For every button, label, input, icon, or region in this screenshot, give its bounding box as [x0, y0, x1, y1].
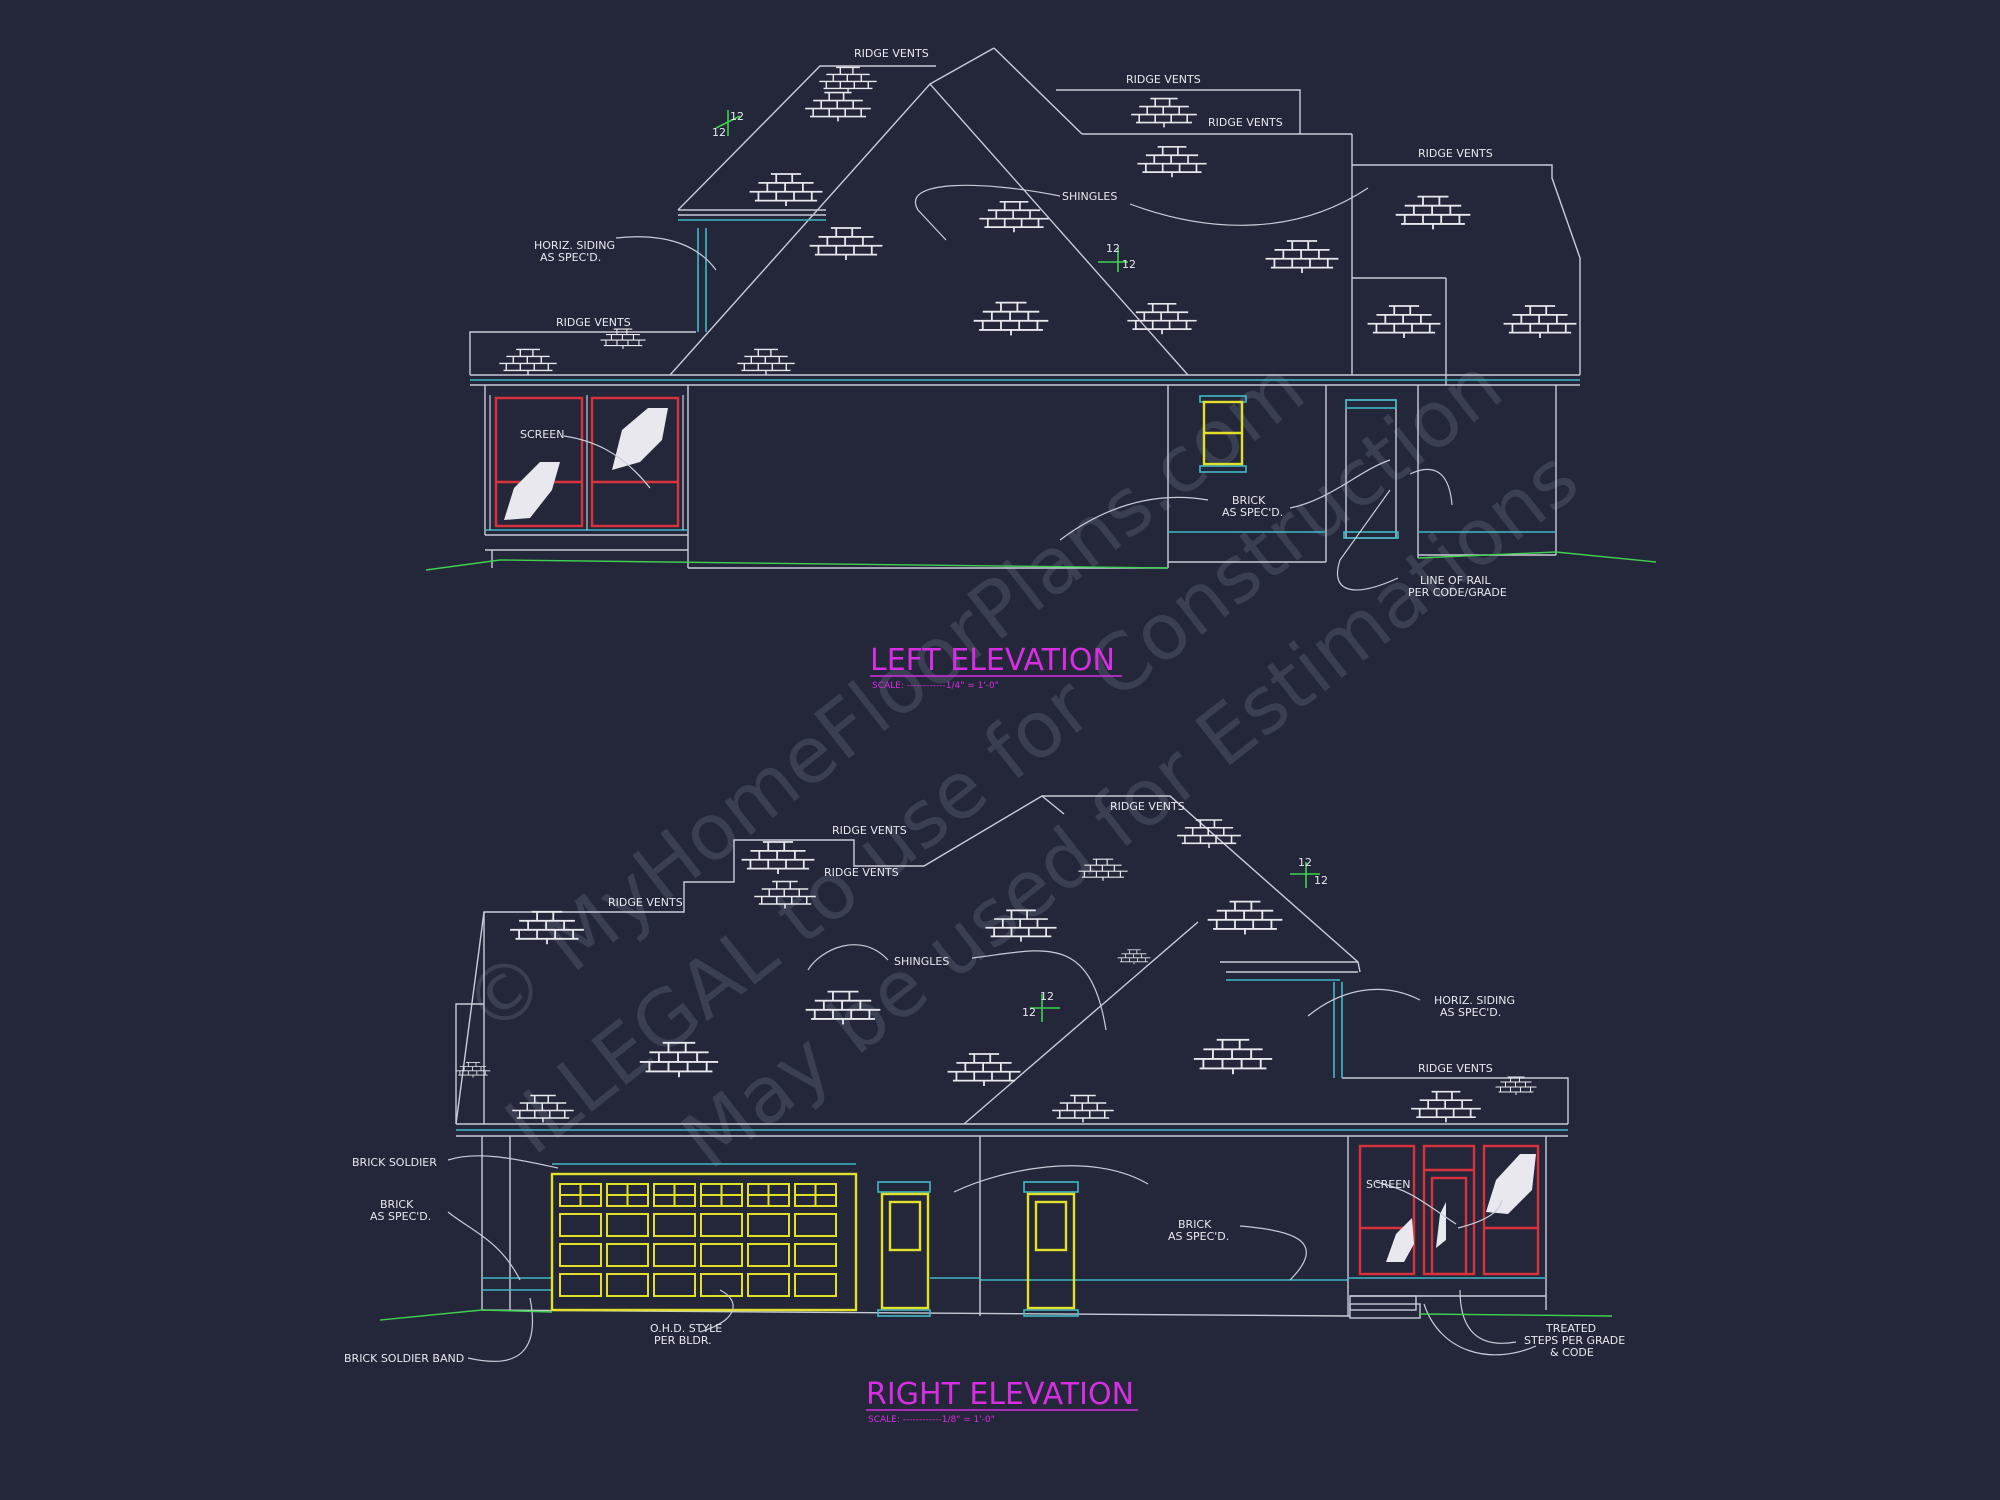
ridge-vents-label: RIDGE VENTS — [556, 316, 631, 329]
right-elevation-title: RIGHT ELEVATION — [866, 1377, 1134, 1412]
brick-label: AS SPEC'D. — [1222, 506, 1283, 519]
screen-label: SCREEN — [1366, 1178, 1410, 1191]
garage-door-panel — [653, 1273, 696, 1297]
garage-door-panel — [559, 1213, 602, 1237]
ridge-vents-label: RIDGE VENTS — [608, 896, 683, 909]
brick-label: BRICK — [1178, 1218, 1212, 1231]
pitch-label: 12 — [730, 110, 744, 123]
ridge-vents-label: RIDGE VENTS — [1208, 116, 1283, 129]
garage-door-panel — [559, 1273, 602, 1297]
siding-label: HORIZ. SIDING — [1434, 994, 1515, 1007]
garage-door-panel — [606, 1243, 649, 1267]
brick-label: BRICK — [380, 1198, 414, 1211]
rail-label: PER CODE/GRADE — [1408, 586, 1507, 599]
garage-door-panel — [606, 1273, 649, 1297]
left-elevation-scale: SCALE: ------------1/4" = 1'-0" — [872, 681, 999, 691]
ohd-label: PER BLDR. — [654, 1334, 712, 1347]
screen-label: SCREEN — [520, 428, 564, 441]
garage-door-panels — [559, 1183, 837, 1297]
ridge-vents-label: RIDGE VENTS — [854, 47, 929, 60]
garage-door-panel — [747, 1213, 790, 1237]
garage-door-panel — [700, 1213, 743, 1237]
pitch-label: 12 — [1040, 990, 1054, 1003]
garage-door-panel — [747, 1243, 790, 1267]
pitch-label: 12 — [1314, 874, 1328, 887]
ridge-vents-label: RIDGE VENTS — [1126, 73, 1201, 86]
ohd-label: O.H.D. STYLE — [650, 1322, 722, 1335]
pitch-label: 12 — [1022, 1006, 1036, 1019]
steps-label: TREATED — [1545, 1322, 1596, 1335]
garage-door-panel — [700, 1273, 743, 1297]
garage-door-panel — [653, 1243, 696, 1267]
garage-door-panel — [794, 1273, 837, 1297]
soldier-band-label: BRICK SOLDIER BAND — [344, 1352, 464, 1365]
rail-label: LINE OF RAIL — [1420, 574, 1491, 587]
pitch-label: 12 — [712, 126, 726, 139]
pitch-label: 12 — [1298, 856, 1312, 869]
left-elevation-title: LEFT ELEVATION — [870, 643, 1115, 678]
brick-soldier-label: BRICK SOLDIER — [352, 1156, 437, 1169]
garage-door-panel — [559, 1243, 602, 1267]
garage-door-panel — [794, 1213, 837, 1237]
brick-label: BRICK — [1232, 494, 1266, 507]
garage-door-panel — [700, 1243, 743, 1267]
right-elevation-scale: SCALE: ------------1/8" = 1'-0" — [868, 1415, 995, 1425]
garage-door-panel — [606, 1213, 649, 1237]
pitch-label: 12 — [1106, 242, 1120, 255]
brick-label: AS SPEC'D. — [370, 1210, 431, 1223]
ridge-vents-label: RIDGE VENTS — [1110, 800, 1185, 813]
garage-door-panel — [653, 1213, 696, 1237]
siding-label: HORIZ. SIDING — [534, 239, 615, 252]
left-elevation: RIDGE VENTS RIDGE VENTS RIDGE VENTS RIDG… — [425, 47, 1657, 691]
right-elevation: RIDGE VENTS RIDGE VENTS RIDGE VENTS RIDG… — [344, 795, 1625, 1425]
ridge-vents-label: RIDGE VENTS — [1418, 1062, 1493, 1075]
watermark-line-2: ILLEGAL to use for Construction — [490, 340, 1519, 1172]
ridge-vents-label: RIDGE VENTS — [832, 824, 907, 837]
siding-label: AS SPEC'D. — [1440, 1006, 1501, 1019]
ridge-vents-label: RIDGE VENTS — [824, 866, 899, 879]
siding-label: AS SPEC'D. — [540, 251, 601, 264]
steps-label: & CODE — [1550, 1346, 1594, 1359]
steps-label: STEPS PER GRADE — [1524, 1334, 1625, 1347]
garage-door-panel — [747, 1273, 790, 1297]
ridge-vents-label: RIDGE VENTS — [1418, 147, 1493, 160]
shingles-label: SHINGLES — [1062, 190, 1117, 203]
shingles-label: SHINGLES — [894, 955, 949, 968]
brick-label: AS SPEC'D. — [1168, 1230, 1229, 1243]
garage-door-panel — [794, 1243, 837, 1267]
pitch-label: 12 — [1122, 258, 1136, 271]
